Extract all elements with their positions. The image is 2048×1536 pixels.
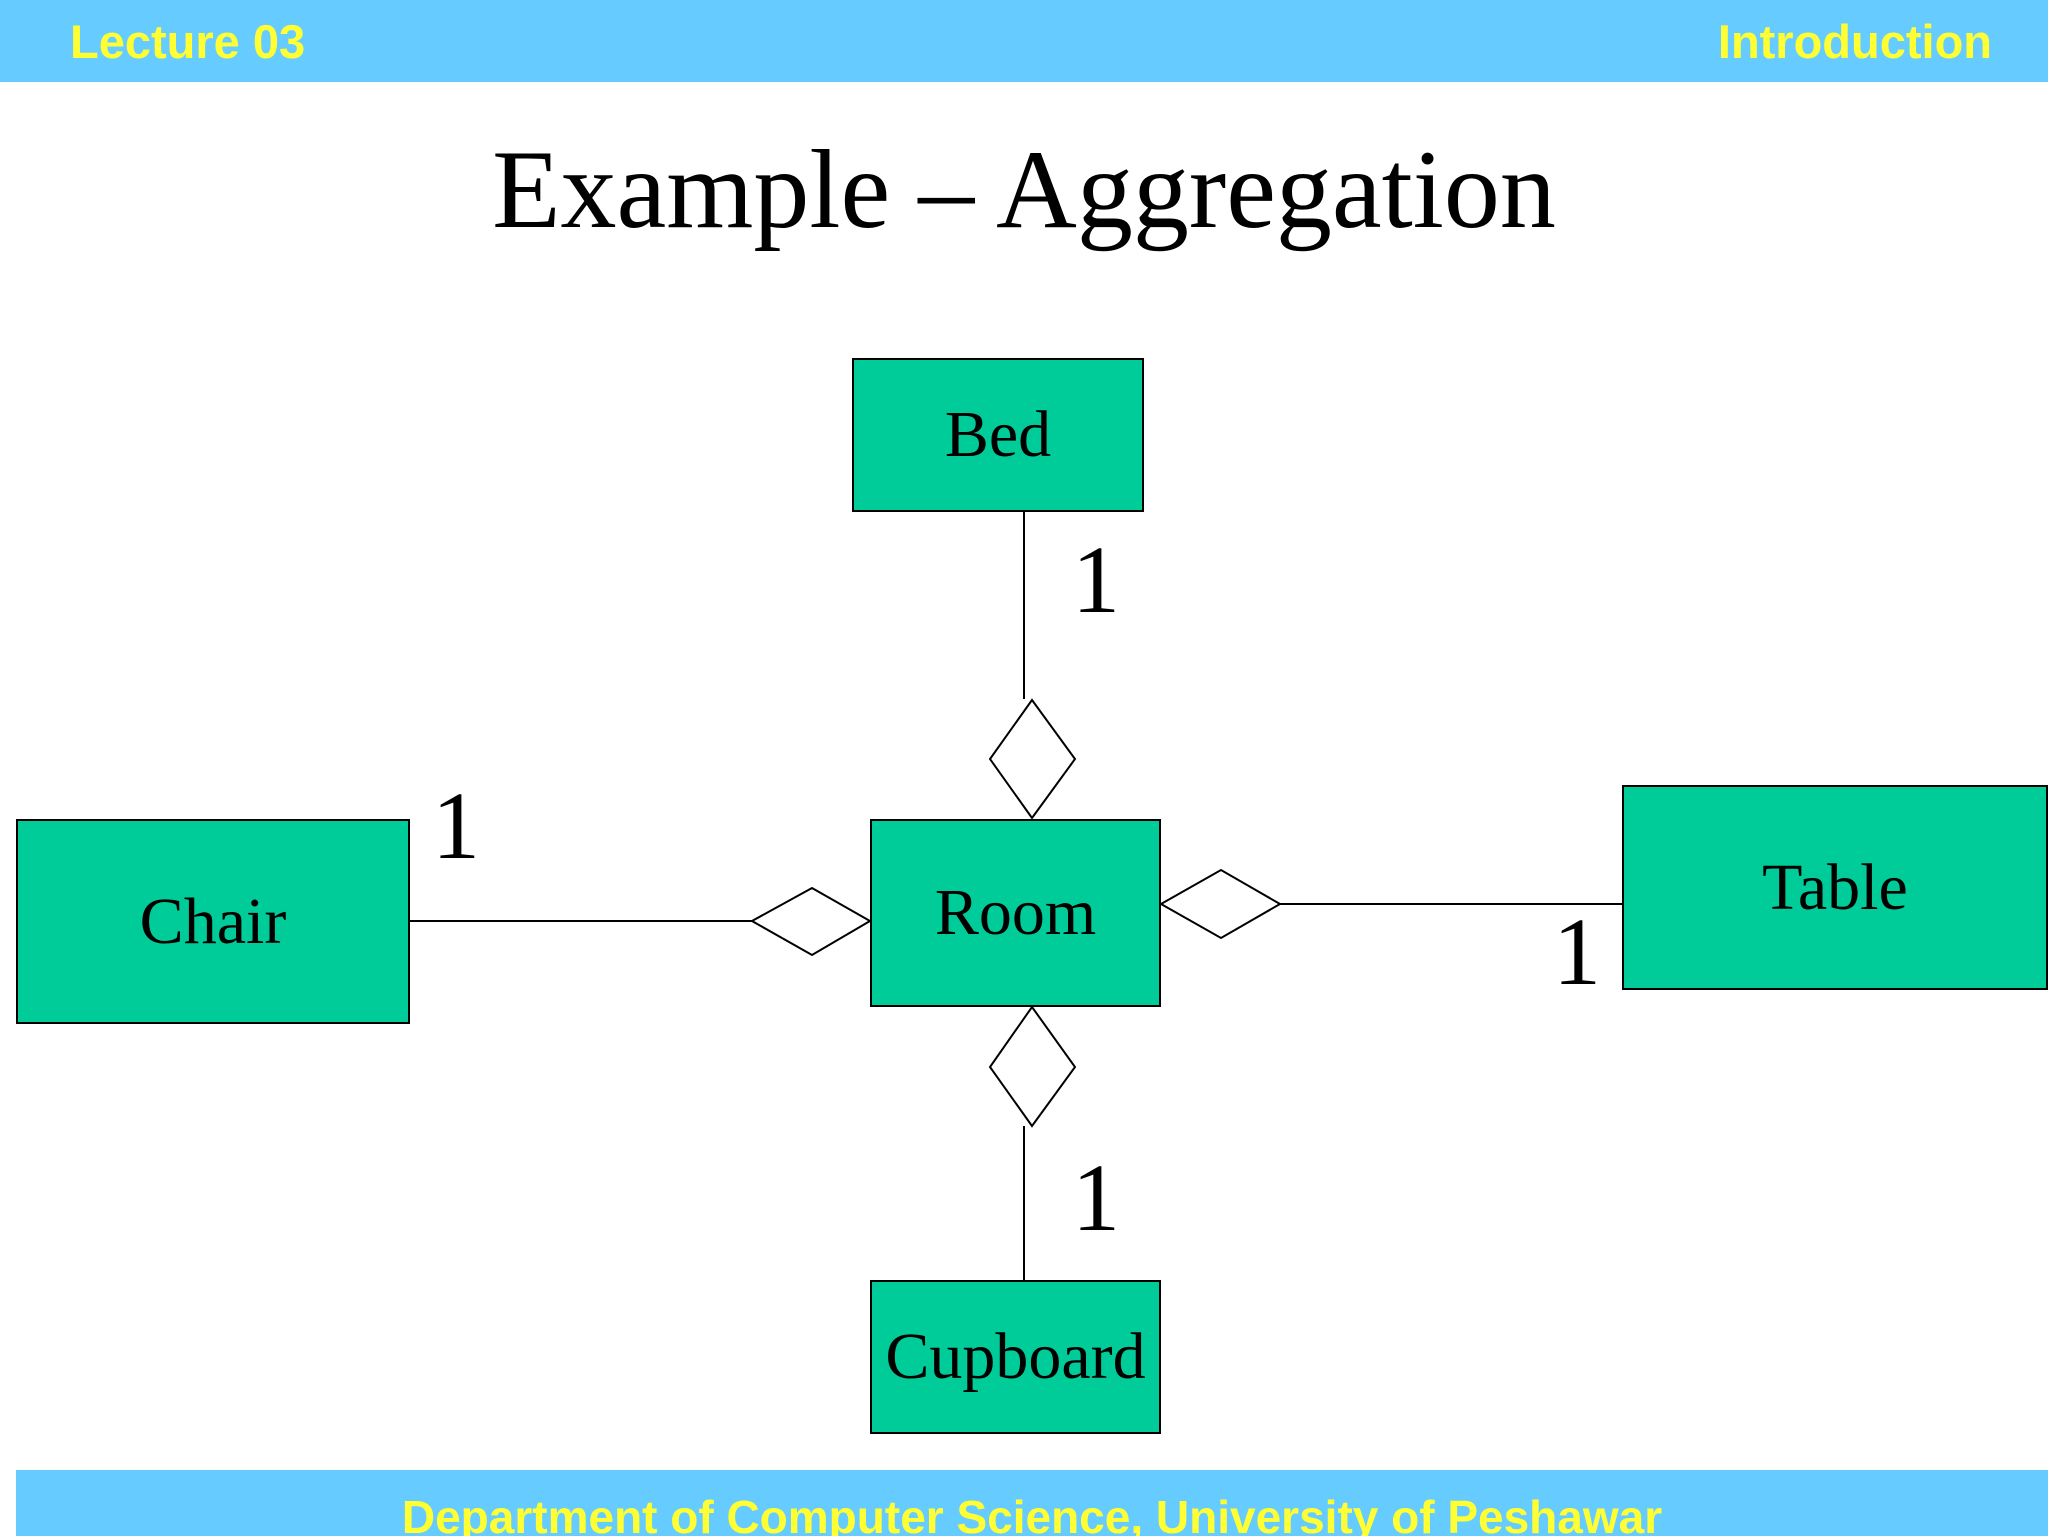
class-box-bed: Bed — [852, 358, 1144, 512]
class-box-cupboard: Cupboard — [870, 1280, 1161, 1434]
class-label-table: Table — [1762, 850, 1908, 924]
class-label-room: Room — [934, 876, 1097, 949]
table-aggregation-diamond — [1158, 868, 1283, 940]
class-box-table: Table — [1622, 785, 2048, 990]
class-label-chair: Chair — [139, 884, 287, 958]
class-box-room: Room — [870, 819, 1161, 1007]
header-bar: Lecture 03 Introduction — [0, 0, 2048, 82]
cupboard-aggregation-diamond — [988, 1005, 1077, 1128]
footer-bar: Department of Computer Science, Universi… — [16, 1470, 2048, 1536]
slide-title: Example – Aggregation — [492, 128, 1556, 252]
chair-aggregation-diamond — [749, 886, 872, 957]
multiplicity-chair: 1 — [432, 772, 480, 879]
section-label: Introduction — [1717, 15, 1992, 68]
lecture-label: Lecture 03 — [70, 15, 306, 68]
multiplicity-table: 1 — [1553, 898, 1601, 1005]
class-label-bed: Bed — [944, 398, 1052, 471]
class-box-chair: Chair — [16, 819, 410, 1024]
class-label-cupboard: Cupboard — [885, 1320, 1146, 1393]
footer-text: Department of Computer Science, Universi… — [401, 1491, 1663, 1536]
bed-aggregation-diamond — [988, 698, 1077, 820]
multiplicity-cupboard: 1 — [1072, 1144, 1120, 1251]
multiplicity-bed: 1 — [1072, 526, 1120, 633]
